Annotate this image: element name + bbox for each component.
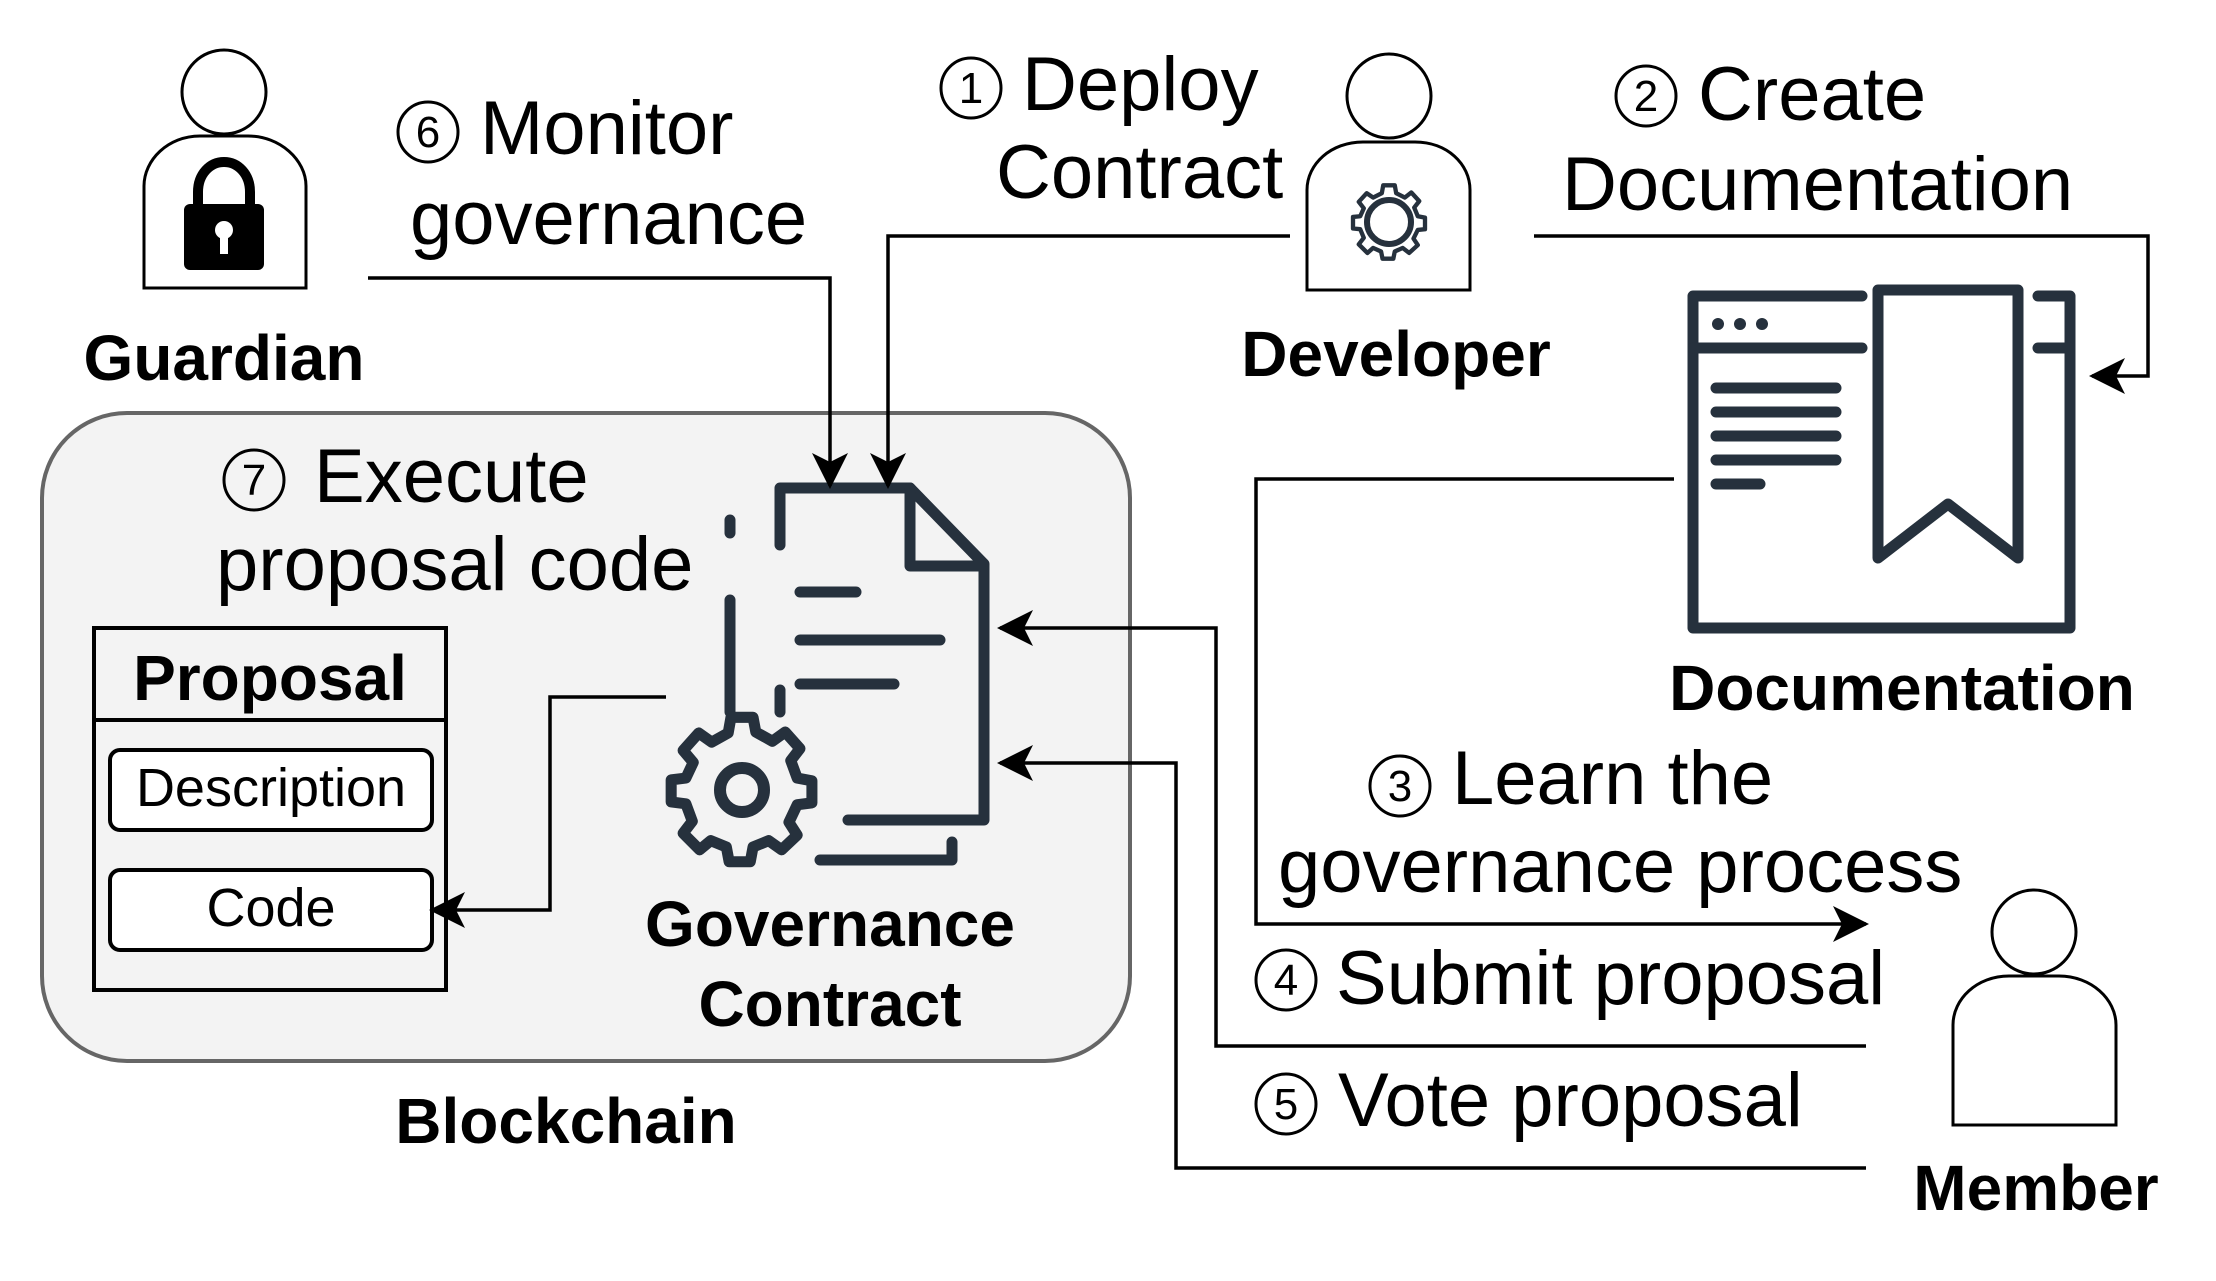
svg-text:Learn the: Learn the [1452,736,1773,821]
svg-text:5: 5 [1274,1080,1298,1129]
step-7-label: 7 Execute proposal code [216,434,693,607]
proposal-title: Proposal [133,642,407,714]
guardian-label: Guardian [84,322,365,394]
governance-contract-label-line1: Governance [645,888,1015,960]
svg-text:Monitor: Monitor [480,86,733,171]
step-3-label: 3 Learn the governance process [1278,736,1962,909]
lock-icon [184,156,264,270]
guardian-actor [142,48,308,290]
arrow-execute [429,695,666,928]
developer-label: Developer [1241,318,1550,390]
step-1-label: 1 Deploy Contract [939,42,1283,215]
svg-text:Execute: Execute [314,434,589,519]
svg-text:1: 1 [959,64,983,113]
svg-text:Create: Create [1698,52,1926,137]
svg-text:Vote proposal: Vote proposal [1338,1058,1803,1143]
proposal-box: Proposal Description Code [92,626,448,992]
proposal-description-field [108,748,434,832]
svg-text:7: 7 [242,456,266,505]
bookmarked-window-icon [1687,284,2076,634]
proposal-code-text: Code [206,878,335,938]
blockchain-label: Blockchain [395,1085,736,1157]
developer-actor [1305,52,1472,292]
document-gear-icon [665,482,990,868]
proposal-description-text: Description [136,758,406,818]
svg-text:3: 3 [1388,762,1412,811]
svg-text:6: 6 [416,108,440,157]
step-2-label: 2 Create Documentation [1562,52,2073,227]
member-label: Member [1913,1152,2158,1224]
svg-text:governance: governance [410,176,807,261]
governance-contract-label-line2: Contract [698,968,961,1040]
documentation-label: Documentation [1669,652,2135,724]
step-6-label: 6 Monitor governance [396,86,807,261]
gear-icon [1350,183,1428,261]
svg-text:2: 2 [1634,72,1658,121]
arrow-submit [997,610,1866,1048]
arrow-create-doc [1534,234,2150,394]
member-actor [1951,888,2118,1127]
arrow-monitor [368,276,848,489]
svg-text:Deploy: Deploy [1022,42,1259,127]
svg-text:Contract: Contract [996,130,1283,215]
svg-text:proposal code: proposal code [216,522,693,607]
step-4-label: 4 Submit proposal [1254,936,1885,1021]
step-5-label: 5 Vote proposal [1254,1058,1803,1143]
svg-text:Documentation: Documentation [1562,142,2073,227]
arrow-deploy [870,234,1290,489]
svg-text:4: 4 [1274,956,1298,1005]
arrow-vote [997,745,1866,1170]
svg-text:governance process: governance process [1278,824,1962,909]
svg-text:Submit proposal: Submit proposal [1336,936,1885,1021]
arrow-learn [1254,477,1869,942]
